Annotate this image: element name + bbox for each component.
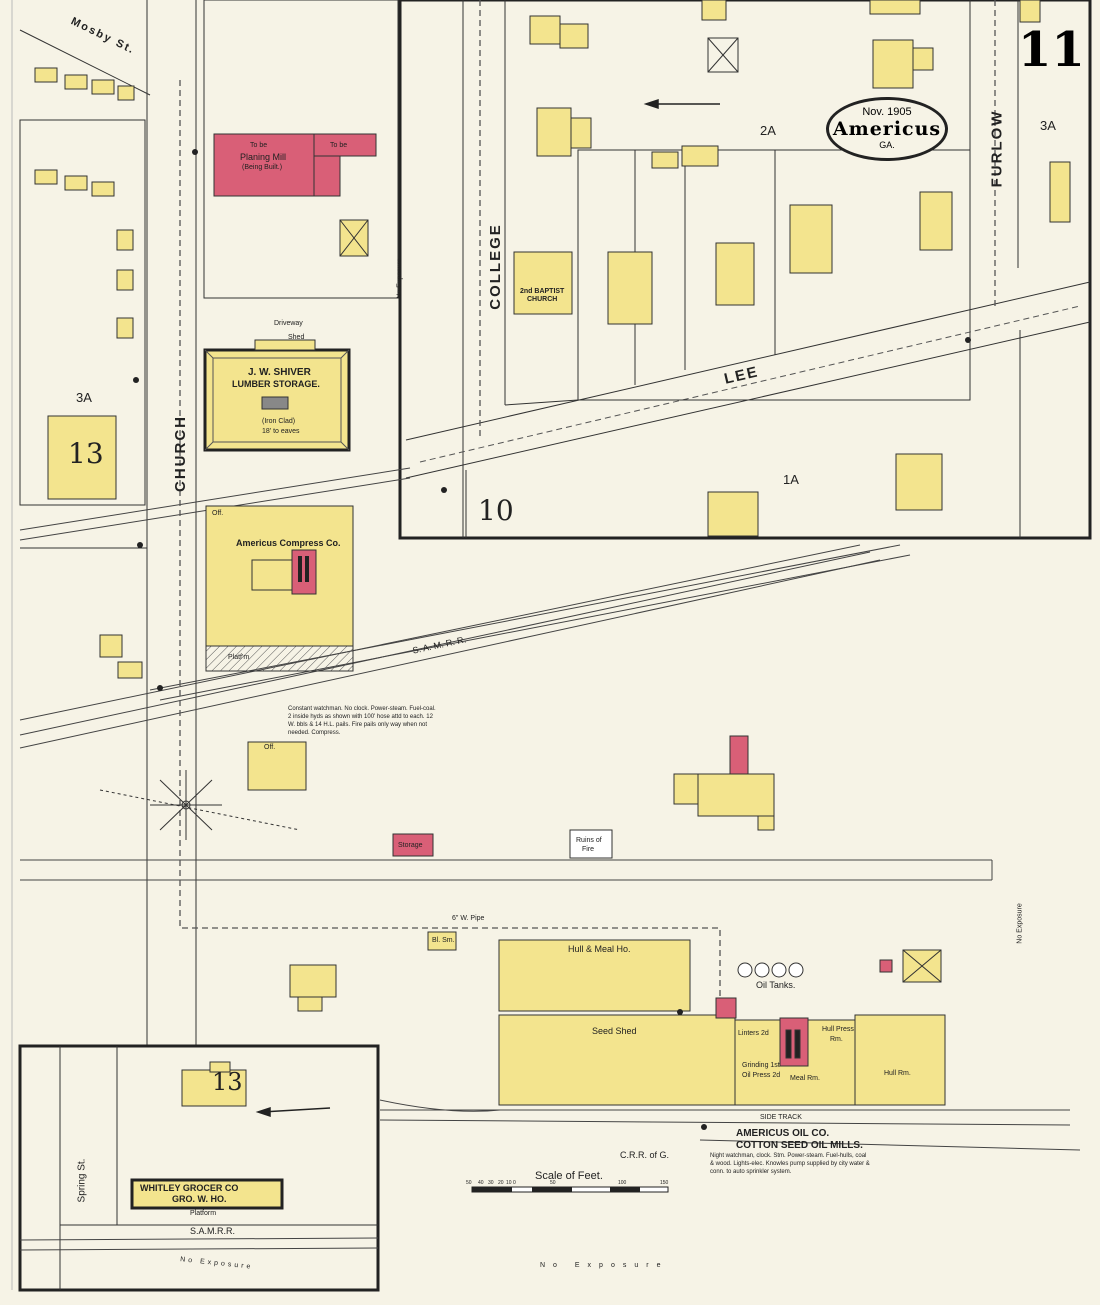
shiver-note2: 18' to eaves [262, 428, 300, 435]
compress-note: Constant watchman. No clock. Power-steam… [288, 706, 436, 736]
railroad-label-crr-g: C.R.R. of G. [620, 1150, 670, 1160]
americus-compress [205, 505, 354, 672]
seed-shed-label: Seed Shed [592, 1026, 637, 1036]
scale-ticks: 50 40 30 20 10 0 50 100 150 [466, 1180, 676, 1188]
sheet-ref-13-top: 13 [68, 437, 104, 470]
inset-frame-lower [18, 1044, 380, 1292]
grinding-label: Grinding 1st [742, 1062, 780, 1069]
compress-off: Off. [212, 510, 224, 517]
ruins-line1: Ruins of [576, 837, 602, 844]
compass-rose [99, 770, 301, 840]
map-state: GA. [879, 140, 895, 150]
whitley-grocer [130, 1178, 284, 1210]
scale-tick: 50 [466, 1180, 472, 1186]
sheet-ref-10: 10 [478, 494, 514, 527]
oil-tanks-label: Oil Tanks. [756, 980, 796, 990]
block-label-1a: 1A [783, 472, 799, 487]
planing-mill-line2: Planing Mill [240, 152, 287, 162]
storage-building [392, 833, 434, 857]
block-label-3a-left: 3A [76, 390, 92, 405]
scale-bar [471, 1186, 669, 1193]
compress-platform: Platf'm [228, 654, 250, 661]
street-label-spring: Spring St. [76, 1158, 88, 1203]
sheet-number: 11 [1018, 22, 1085, 78]
exposure-label-3: No Exposure [540, 1262, 669, 1269]
street-label-furlow: FURLOW [988, 109, 1006, 188]
scale-tick: 50 [550, 1180, 556, 1186]
whitley-platform: Platform [190, 1210, 217, 1217]
meal-rm-label: Meal Rm. [790, 1075, 820, 1082]
sheet-ref-13-bottom: 13 [212, 1068, 243, 1096]
shiver-driveway: Driveway [274, 320, 303, 327]
storage-label: Storage [398, 842, 423, 849]
church-line1: 2nd BAPTIST [520, 288, 565, 295]
hull-rm-label: Hull Rm. [884, 1070, 911, 1077]
scale-tick: 40 [478, 1180, 484, 1186]
dwellings-inset [513, 0, 1071, 537]
oil-mill-note: Night watchman, clock. Stm. Power-steam.… [710, 1153, 870, 1175]
shiver-note1: (Iron Clad) [262, 418, 296, 425]
planing-mill [213, 133, 377, 197]
map-city: Americus [832, 118, 942, 140]
exposure-label-2: No Exposure [1016, 903, 1024, 944]
ruins-of-fire [569, 829, 613, 859]
railroad-label-samrr-bottom: S.A.M.R.R. [190, 1226, 236, 1236]
bl-sm-label: Bl. Sm. [432, 937, 455, 944]
whitley-line1: WHITLEY GROCER CO [140, 1183, 239, 1193]
oil-tanks [737, 962, 804, 978]
scale-tick: 30 [488, 1180, 494, 1186]
planing-mill-line1: To be [250, 142, 268, 149]
block-label-2a: 2A [760, 123, 776, 138]
map-date: Nov. 1905 [862, 106, 912, 118]
scale-tick: 10 [506, 1180, 512, 1186]
scale-tick: 0 [513, 1180, 516, 1186]
scale-tick: 100 [618, 1180, 627, 1186]
ruins-line2: Fire [582, 846, 595, 853]
oil-mill-complex [498, 997, 946, 1106]
side-track-label: SIDE TRACK [760, 1114, 802, 1121]
shiver-line2: LUMBER STORAGE. [232, 379, 320, 389]
office-label: Off. [264, 744, 276, 751]
hull-meal-house [498, 939, 691, 1012]
street-label-college: COLLEGE [486, 223, 504, 310]
compress-name: Americus Compress Co. [236, 538, 341, 548]
oil-mill-title-line2: COTTON SEED OIL MILLS. [736, 1140, 863, 1151]
planing-mill-side: To be [330, 142, 348, 149]
oil-press-label: Oil Press 2d [742, 1072, 781, 1079]
linters-label: Linters 2d [738, 1030, 769, 1037]
exposure-label-1: No Exposure [396, 258, 404, 299]
hull-press-line2: Rm. [830, 1036, 843, 1043]
shiver-lumber-storage [203, 339, 351, 452]
whitley-line2: GRO. W. HO. [172, 1194, 227, 1204]
inset-frame-upper [398, 0, 1092, 540]
title-cartouche: Nov. 1905 Americus GA. [826, 97, 948, 161]
planing-mill-line3: (Being Built.) [242, 164, 283, 171]
church-line2: CHURCH [527, 296, 558, 303]
side-tracks [19, 859, 1081, 1251]
hull-meal-label: Hull & Meal Ho. [568, 944, 631, 954]
scale-title: Scale of Feet. [535, 1170, 603, 1182]
gin-buildings [673, 773, 775, 831]
street-label-church: CHURCH [172, 415, 189, 492]
pipe-label: 6" W. Pipe [452, 915, 485, 922]
block-label-3a-right: 3A [1040, 118, 1056, 133]
shiver-shed: Shed [288, 334, 305, 341]
scale-tick: 20 [498, 1180, 504, 1186]
dwellings-west [34, 67, 143, 679]
scale-tick: 150 [660, 1180, 669, 1186]
hull-press-line1: Hull Press [822, 1026, 854, 1033]
oil-mill-title-line1: AMERICUS OIL CO. [736, 1128, 830, 1139]
shiver-line1: J. W. SHIVER [248, 367, 311, 378]
